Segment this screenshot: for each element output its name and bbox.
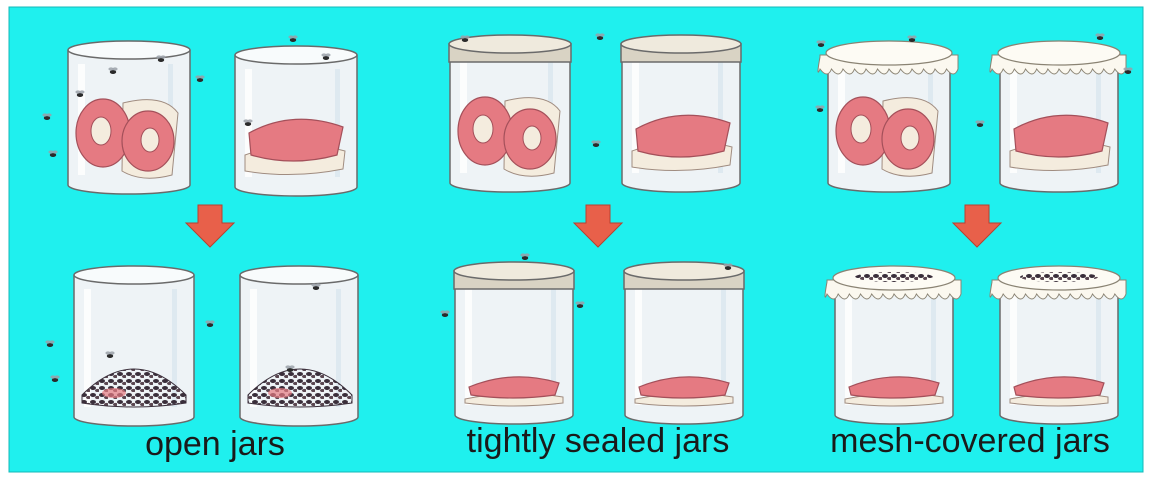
- fly-wing: [820, 40, 825, 43]
- fly-wing: [911, 35, 916, 38]
- steak-bone: [523, 126, 541, 150]
- fly-body: [158, 58, 164, 62]
- jar-mesh-before-0: [818, 41, 958, 192]
- fly-body: [290, 38, 296, 42]
- fly-body: [197, 78, 203, 82]
- fly-body: [207, 323, 213, 327]
- fly-body: [287, 368, 293, 372]
- fly-wing: [979, 120, 984, 123]
- fly-wing: [292, 35, 297, 38]
- fly-wing: [109, 351, 114, 354]
- caption-sealed-jars: tightly sealed jars: [467, 422, 730, 460]
- fly-wing: [160, 55, 165, 58]
- fly-body: [462, 38, 468, 42]
- steak-bone: [91, 117, 111, 145]
- jar-open-after-1: [240, 266, 358, 426]
- fly-body: [107, 354, 113, 358]
- fly-wing: [1099, 33, 1104, 36]
- fly-wing: [727, 263, 732, 266]
- fly-wing: [524, 253, 529, 256]
- jar-open-after-0: [74, 266, 194, 426]
- fly-wing: [289, 365, 294, 368]
- jar-open-before-0: [68, 41, 190, 194]
- fly-body: [44, 116, 50, 120]
- fly-body: [47, 343, 53, 347]
- jar-mesh-after-1: [990, 266, 1126, 424]
- maggot-cluster-icon: [1020, 272, 1098, 282]
- fly-body: [818, 43, 824, 47]
- jar-mesh-after-0: [825, 266, 961, 424]
- fly-wing: [79, 90, 84, 93]
- fly-body: [245, 122, 251, 126]
- fly-body: [110, 70, 116, 74]
- jar-sealed-before-1: [621, 35, 741, 192]
- steak-bone: [141, 128, 159, 152]
- jar-sealed-after-0: [454, 262, 574, 424]
- steak-bone: [473, 115, 493, 143]
- jar-mesh-before-1: [990, 41, 1126, 192]
- fly-body: [1125, 70, 1131, 74]
- fly-wing: [819, 105, 824, 108]
- fly-body: [442, 313, 448, 317]
- jar-sealed-before-0: [449, 35, 571, 192]
- meat-remnant: [102, 388, 126, 398]
- fly-wing: [49, 340, 54, 343]
- fly-wing: [112, 67, 117, 70]
- fly-body: [323, 56, 329, 60]
- jar-rim: [240, 266, 358, 284]
- steak-bone: [851, 115, 871, 143]
- steak-bone: [901, 126, 919, 150]
- maggot-cluster-icon: [855, 272, 933, 282]
- jar-rim: [68, 41, 190, 59]
- fly-wing: [1127, 67, 1132, 70]
- fly-wing: [247, 119, 252, 122]
- fly-body: [597, 36, 603, 40]
- caption-open-jars: open jars: [145, 425, 285, 463]
- fly-wing: [209, 320, 214, 323]
- fly-body: [593, 143, 599, 147]
- fly-body: [50, 153, 56, 157]
- fly-body: [52, 378, 58, 382]
- fly-body: [313, 286, 319, 290]
- jar-rim: [235, 46, 357, 64]
- fly-wing: [199, 75, 204, 78]
- lid-top: [454, 262, 574, 280]
- fly-wing: [595, 140, 600, 143]
- fly-body: [1097, 36, 1103, 40]
- lid-top: [621, 35, 741, 53]
- mesh-top: [826, 41, 952, 65]
- meat-remnant: [268, 388, 292, 398]
- fly-wing: [464, 35, 469, 38]
- caption-mesh-jars: mesh-covered jars: [830, 422, 1110, 460]
- fly-wing: [444, 310, 449, 313]
- fly-body: [577, 304, 583, 308]
- jar-rim: [74, 266, 194, 284]
- fly-wing: [579, 301, 584, 304]
- fly-wing: [46, 113, 51, 116]
- fly-wing: [325, 53, 330, 56]
- fly-wing: [599, 33, 604, 36]
- fly-wing: [54, 375, 59, 378]
- fly-body: [977, 123, 983, 127]
- jar-open-before-1: [235, 46, 357, 196]
- fly-body: [817, 108, 823, 112]
- fly-wing: [315, 283, 320, 286]
- fly-body: [909, 38, 915, 42]
- fly-body: [77, 93, 83, 97]
- jar-sealed-after-1: [624, 262, 744, 424]
- fly-wing: [52, 150, 57, 153]
- fly-body: [725, 266, 731, 270]
- mesh-top: [998, 41, 1120, 65]
- fly-body: [522, 256, 528, 260]
